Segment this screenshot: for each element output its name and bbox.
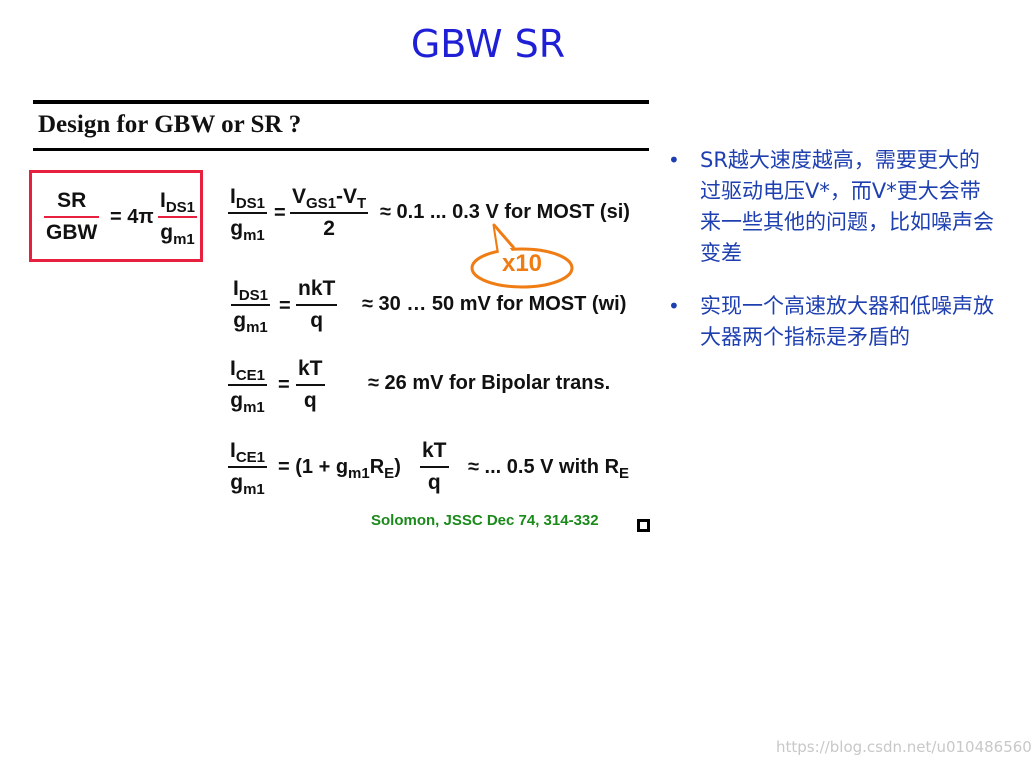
equation-1-approx: ≈ 0.1 ... 0.3 V for MOST (si)	[380, 201, 630, 223]
fraction-denominator: GBW	[46, 221, 98, 244]
fraction-bar	[296, 304, 338, 306]
fraction-bar	[228, 212, 268, 214]
equation-1-lhs: IDS1 gm1	[228, 185, 268, 244]
ids-over-gm-fraction: IDS1 gm1	[158, 189, 198, 248]
sr-gbw-formula-box: SR GBW = 4π IDS1 gm1	[29, 170, 203, 262]
equation-4-rhs: kT q	[420, 439, 449, 494]
bullet-marker: •	[668, 148, 680, 172]
bullet-item: • SR越大速度越高，需要更大的过驱动电压V*，而V*更大会带来一些其他的问题，…	[668, 145, 998, 269]
equation-1-rhs: VGS1-VT 2	[290, 185, 369, 240]
equation-3-lhs: ICE1 gm1	[228, 357, 268, 416]
top-rule	[33, 100, 649, 104]
equals-sign: =	[278, 374, 290, 396]
fraction-bar	[158, 216, 198, 218]
bullet-text: 实现一个高速放大器和低噪声放大器两个指标是矛盾的	[700, 294, 994, 349]
equals-sign: =	[274, 202, 286, 224]
sr-over-gbw-fraction: SR GBW	[44, 189, 100, 245]
equation-2-rhs: nkT q	[296, 277, 338, 332]
fraction-bar	[231, 304, 271, 306]
fraction-numerator: IDS1	[160, 189, 196, 216]
equation-2-lhs: IDS1 gm1	[231, 277, 271, 336]
slide-title: GBW SR	[410, 22, 566, 66]
bottom-rule	[33, 148, 649, 151]
equation-2-approx: ≈ 30 … 50 mV for MOST (wi)	[362, 293, 627, 315]
equation-4-approx: ≈ ... 0.5 V with RE	[468, 456, 630, 482]
equation-4-factor: = (1 + gm1RE)	[278, 456, 401, 482]
citation: Solomon, JSSC Dec 74, 314-332	[371, 512, 599, 529]
x10-callout-bubble	[470, 223, 574, 289]
bullet-marker: •	[668, 294, 680, 318]
end-of-slide-square-icon	[637, 519, 650, 532]
fraction-bar	[228, 384, 268, 386]
equation-3-approx: ≈ 26 mV for Bipolar trans.	[368, 372, 611, 394]
fraction-numerator: SR	[57, 189, 87, 212]
fraction-bar	[420, 466, 449, 468]
x10-callout-label: x10	[501, 250, 543, 277]
fraction-bar	[290, 212, 369, 214]
watermark-url: https://blog.csdn.net/u010486560	[776, 738, 1032, 756]
bullet-list: • SR越大速度越高，需要更大的过驱动电压V*，而V*更大会带来一些其他的问题，…	[668, 145, 998, 375]
fraction-denominator: gm1	[160, 221, 195, 248]
equation-3-rhs: kT q	[296, 357, 325, 412]
fraction-bar	[228, 466, 268, 468]
equation-4-lhs: ICE1 gm1	[228, 439, 268, 498]
fraction-bar	[296, 384, 325, 386]
section-heading: Design for GBW or SR ?	[38, 111, 302, 138]
bullet-text: SR越大速度越高，需要更大的过驱动电压V*，而V*更大会带来一些其他的问题，比如…	[700, 148, 994, 265]
fraction-bar	[44, 216, 100, 218]
bullet-item: • 实现一个高速放大器和低噪声放大器两个指标是矛盾的	[668, 291, 998, 353]
formula-operator: = 4π	[110, 206, 154, 228]
equals-sign: =	[279, 295, 291, 317]
